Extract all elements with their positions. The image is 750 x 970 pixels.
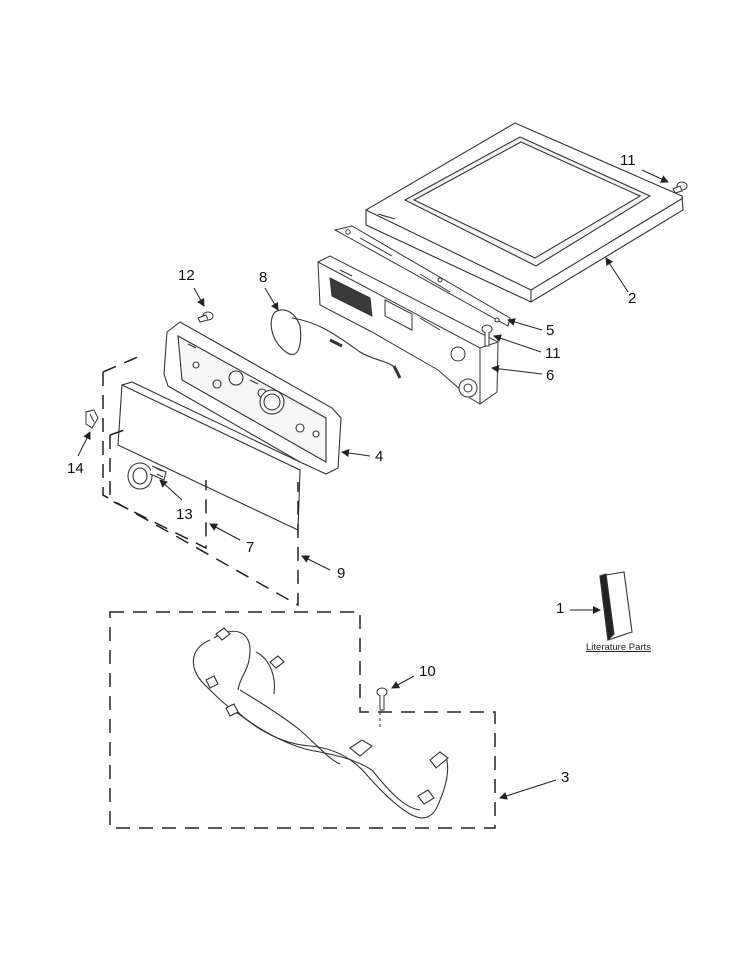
wire-harness-small: [270, 309, 402, 379]
top-cover: [365, 122, 684, 303]
callout-1: 1: [556, 600, 565, 617]
screw-top: [672, 181, 688, 194]
callout-4: 4: [375, 448, 384, 465]
callout-10: 10: [419, 663, 436, 680]
leader-10: [391, 675, 415, 689]
dashed-group-outlines: [102, 355, 496, 829]
leader-3: [499, 779, 557, 800]
callout-14: 14: [67, 460, 84, 477]
callout-5: 5: [546, 322, 555, 339]
leader-6: [491, 364, 543, 375]
callout-8: 8: [259, 269, 268, 286]
callout-7: 7: [246, 539, 255, 556]
knob: [127, 462, 167, 490]
callout-13: 13: [176, 506, 193, 523]
leader-9: [301, 555, 331, 571]
wire-harness-main: [192, 627, 449, 819]
leader-2: [605, 257, 629, 293]
callout-12: 12: [178, 267, 195, 284]
leader-5: [507, 318, 543, 331]
callout-11-bracket: 11: [545, 345, 561, 362]
leader-11-bracket: [493, 334, 542, 353]
mounting-bracket: [317, 255, 499, 405]
screw-bracket: [481, 324, 493, 347]
leader-arrows: [77, 169, 669, 800]
screw-12: [197, 311, 214, 323]
leader-7: [209, 523, 241, 541]
literature-booklet: [599, 571, 633, 642]
callout-11-top: 11: [620, 152, 636, 169]
leader-12: [193, 287, 205, 307]
leader-13: [159, 479, 183, 501]
leader-8: [264, 287, 279, 311]
callout-2: 2: [628, 290, 637, 307]
screw-10: [376, 687, 388, 728]
callout-9: 9: [337, 565, 346, 582]
control-console: [163, 321, 342, 475]
leader-4: [341, 449, 371, 457]
literature-parts-label: Literature Parts: [586, 642, 651, 653]
callout-3: 3: [561, 769, 570, 786]
callout-6: 6: [546, 367, 555, 384]
leader-14: [77, 431, 91, 457]
clip: [85, 409, 99, 429]
leader-11-top: [641, 169, 669, 183]
hinge-bracket: [333, 225, 511, 327]
